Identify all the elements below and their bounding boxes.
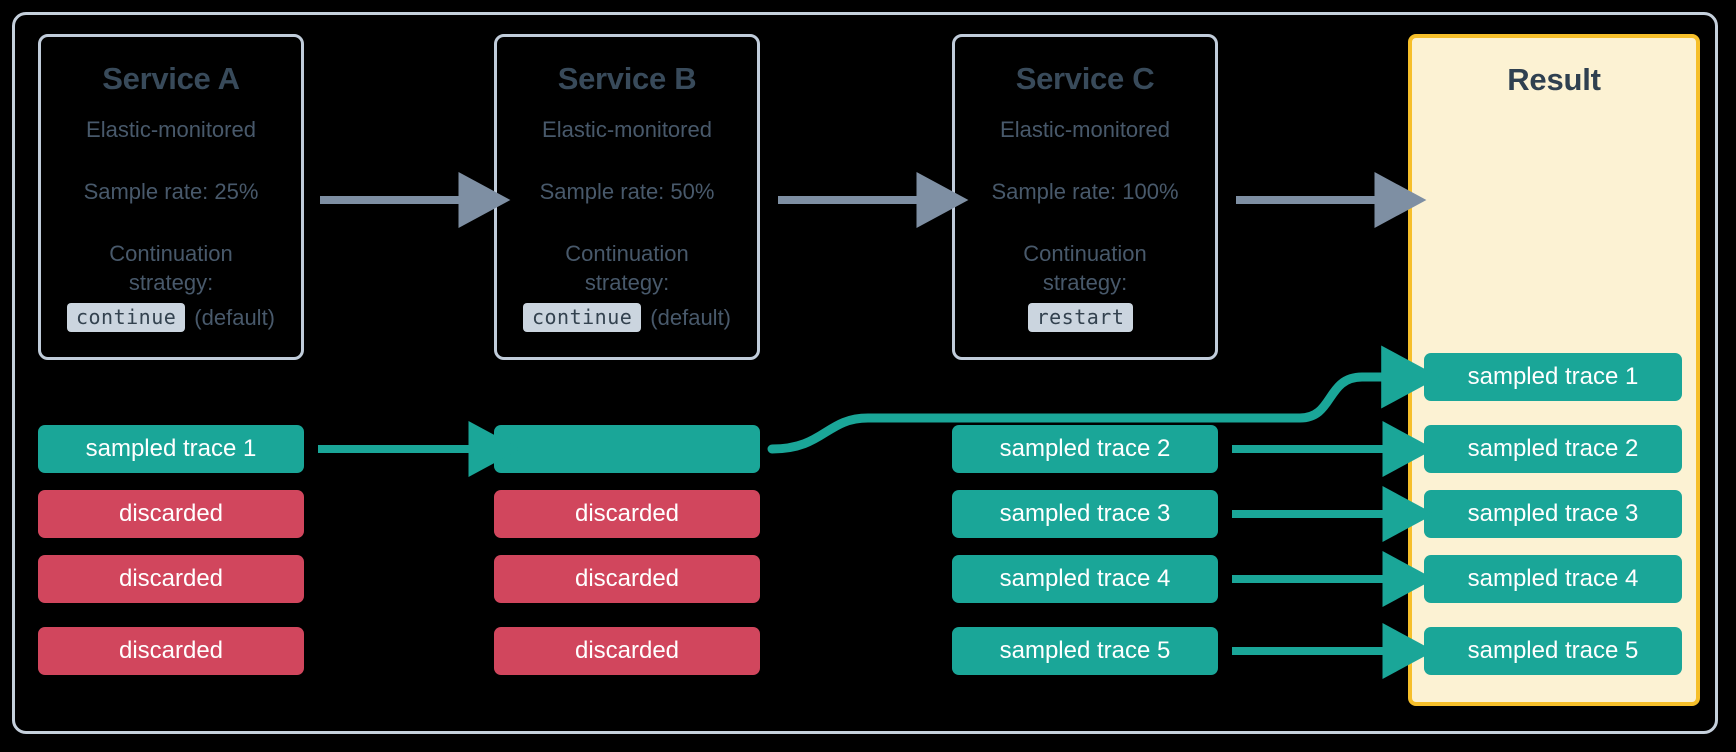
service-b-strategy-code: continue <box>522 303 642 333</box>
service-a-strategy-label: Continuation strategy: <box>41 239 301 297</box>
service-a-sample-rate: Sample rate: 25% <box>83 179 259 204</box>
trace-pill-b-3: discarded <box>494 555 760 603</box>
trace-pill-c-1: sampled trace 2 <box>952 425 1218 473</box>
result-trace-pill-3: sampled trace 3 <box>1424 490 1682 538</box>
result-trace-pill-2: sampled trace 2 <box>1424 425 1682 473</box>
service-b-sample-rate: Sample rate: 50% <box>539 179 715 204</box>
service-c-strategy-row: restart <box>955 303 1215 333</box>
service-c-subtitle: Elastic-monitored <box>1000 117 1170 142</box>
service-a-subtitle: Elastic-monitored <box>86 117 256 142</box>
service-a-strategy-label-line1: Continuation <box>109 241 233 266</box>
service-b-strategy-note: (default) <box>650 304 732 330</box>
service-c-strategy-label-line1: Continuation <box>1023 241 1147 266</box>
service-c-strategy-label-line2: strategy: <box>1042 270 1128 296</box>
service-card-c: Service C Elastic-monitored Sample rate:… <box>952 34 1218 360</box>
service-c-title: Service C <box>1015 61 1155 96</box>
trace-pill-a-4: discarded <box>38 627 304 675</box>
trace-pill-a-1: sampled trace 1 <box>38 425 304 473</box>
result-title: Result <box>1507 62 1601 97</box>
service-b-subtitle: Elastic-monitored <box>542 117 712 142</box>
service-b-strategy-row: continue (default) <box>497 303 757 333</box>
result-trace-pill-1: sampled trace 1 <box>1424 353 1682 401</box>
trace-pill-b-1 <box>494 425 760 473</box>
service-a-strategy-code: continue <box>66 303 186 333</box>
service-a-strategy-note: (default) <box>194 304 276 330</box>
service-a-strategy-row: continue (default) <box>41 303 301 333</box>
result-trace-pill-4: sampled trace 4 <box>1424 555 1682 603</box>
trace-pill-c-2: sampled trace 3 <box>952 490 1218 538</box>
diagram-outer-frame <box>12 12 1718 734</box>
service-card-b: Service B Elastic-monitored Sample rate:… <box>494 34 760 360</box>
service-c-strategy-code: restart <box>1027 303 1134 333</box>
trace-pill-a-2: discarded <box>38 490 304 538</box>
service-b-title: Service B <box>557 61 697 96</box>
service-c-strategy-label: Continuation strategy: <box>955 239 1215 297</box>
trace-pill-a-3: discarded <box>38 555 304 603</box>
service-b-strategy-label-line1: Continuation <box>565 241 689 266</box>
service-card-a: Service A Elastic-monitored Sample rate:… <box>38 34 304 360</box>
trace-pill-c-4: sampled trace 5 <box>952 627 1218 675</box>
trace-pill-b-4: discarded <box>494 627 760 675</box>
service-a-title: Service A <box>102 61 240 96</box>
service-a-strategy-label-line2: strategy: <box>128 270 214 296</box>
result-trace-pill-5: sampled trace 5 <box>1424 627 1682 675</box>
trace-pill-c-3: sampled trace 4 <box>952 555 1218 603</box>
trace-pill-b-2: discarded <box>494 490 760 538</box>
service-c-sample-rate: Sample rate: 100% <box>991 179 1179 204</box>
service-b-strategy-label-line2: strategy: <box>584 270 670 296</box>
service-b-strategy-label: Continuation strategy: <box>497 239 757 297</box>
